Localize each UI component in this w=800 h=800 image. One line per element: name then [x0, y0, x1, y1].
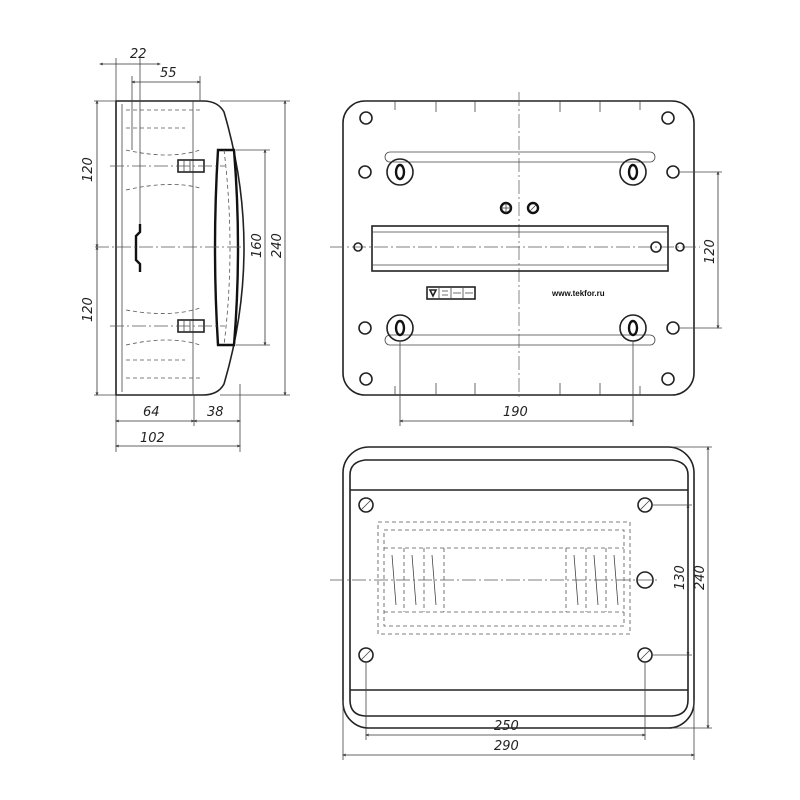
small-holes — [353, 111, 685, 386]
mounting-holes — [386, 158, 647, 342]
dim-120-top: 120 — [81, 157, 96, 182]
dim-240: 240 — [693, 565, 708, 590]
dim-240: 240 — [270, 233, 285, 258]
dim-250: 250 — [494, 719, 519, 734]
dim-120: 120 — [703, 239, 718, 264]
window — [377, 521, 631, 635]
dim-22: 22 — [130, 47, 147, 62]
dim-120-bottom: 120 — [81, 297, 96, 322]
website-label: www.tekfor.ru — [551, 289, 605, 298]
terminal-symbols — [426, 286, 476, 300]
dim-190: 190 — [503, 405, 528, 420]
dim-64: 64 — [143, 405, 160, 420]
back-view: www.tekfor.ru 120 190 — [330, 92, 722, 426]
dim-102: 102 — [140, 431, 165, 446]
dim-160: 160 — [250, 233, 265, 258]
din-rail — [371, 225, 669, 272]
latch-knob — [636, 571, 654, 589]
dim-55: 55 — [160, 66, 177, 81]
screw-icons — [499, 201, 540, 215]
dim-38: 38 — [207, 405, 224, 420]
side-view: 22 55 120 120 160 240 64 38 102 — [81, 47, 290, 452]
front-view: 130 240 250 290 — [330, 447, 712, 760]
dim-290: 290 — [494, 739, 519, 754]
dim-130: 130 — [673, 565, 688, 590]
